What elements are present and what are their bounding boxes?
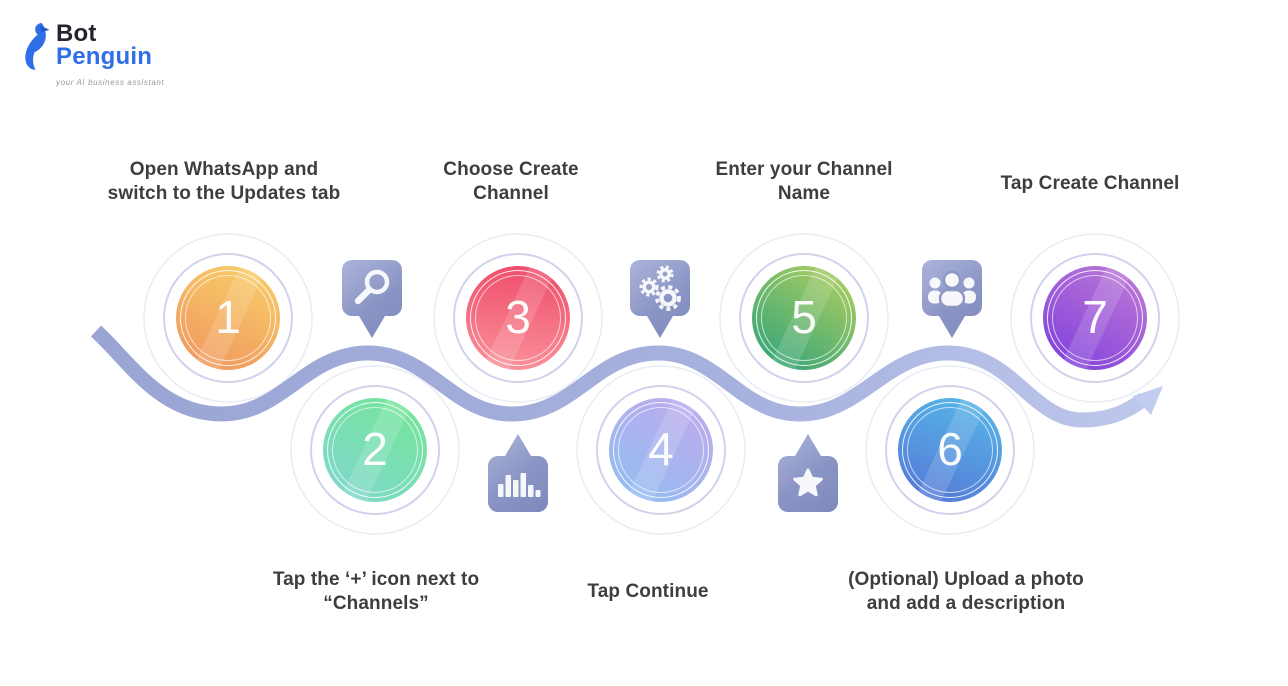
step-label-6: (Optional) Upload a photo and add a desc… (848, 569, 1084, 614)
circle-shine (752, 266, 856, 370)
arrow-icon (1133, 386, 1163, 415)
step-number: 2 (362, 423, 388, 475)
step-label-3: Choose Create Channel (443, 159, 579, 204)
step-number: 7 (1082, 291, 1108, 343)
circle-shine (609, 398, 713, 502)
circle-shine (323, 398, 427, 502)
step-circle-6: 6 (898, 398, 1002, 502)
brand-name-bottom: Penguin (56, 43, 153, 70)
step-label-5: Enter your Channel Name (715, 159, 893, 204)
bar-chart-icon (498, 473, 541, 497)
brand-tagline: your AI business assistant (56, 78, 165, 87)
step-circle-7: 7 (1043, 266, 1147, 370)
step-number: 5 (791, 291, 817, 343)
badge-people (920, 258, 984, 342)
badge-star (776, 430, 840, 514)
circle-shine (1043, 266, 1147, 370)
step-label-2: Tap the ‘+’ icon next to “Channels” (272, 569, 480, 614)
people-icon (928, 270, 976, 309)
brand-name-top: Bot (56, 20, 97, 47)
step-label-7: Tap Create Channel (1000, 173, 1180, 194)
step-circle-1: 1 (176, 266, 280, 370)
circle-shine (898, 398, 1002, 502)
node-halo-rings (143, 233, 1180, 535)
magnifier-icon (354, 269, 390, 305)
wave-path (90, 325, 1149, 428)
step-circle-3: 3 (466, 266, 570, 370)
star-icon (793, 468, 823, 497)
step-circle-2: 2 (323, 398, 427, 502)
penguin-icon (25, 23, 50, 70)
step-number: 6 (937, 423, 963, 475)
step-circle-4: 4 (609, 398, 713, 502)
step-number: 3 (505, 291, 531, 343)
badge-gears (628, 258, 692, 342)
circle-shine (466, 266, 570, 370)
badge-search (340, 258, 404, 342)
step-number: 4 (648, 423, 674, 475)
step-circle-5: 5 (752, 266, 856, 370)
step-number: 1 (215, 291, 241, 343)
step-label-1: Open WhatsApp and switch to the Updates … (107, 159, 341, 204)
badge-bar-chart (486, 430, 550, 514)
botpenguin-logo: Bot Penguin your AI business assistant (20, 22, 164, 94)
circle-shine (176, 266, 280, 370)
gears-icon (639, 265, 681, 311)
step-label-4: Tap Continue (587, 581, 709, 602)
